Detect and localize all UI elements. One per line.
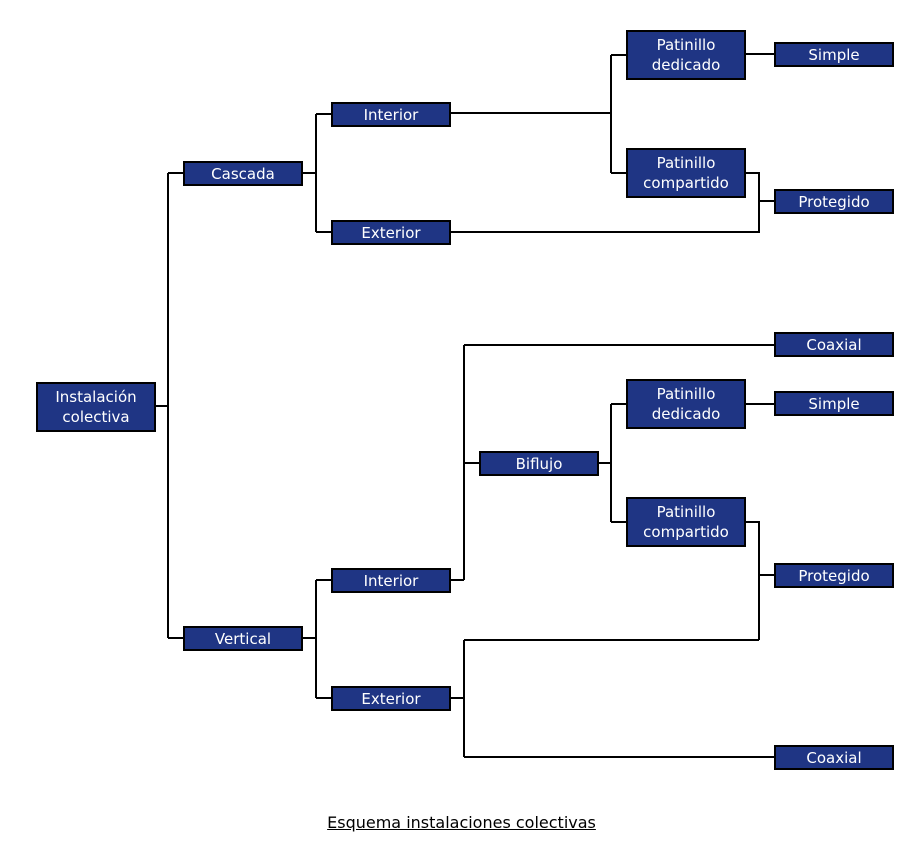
node-vertical-patinillo-dedicado: Patinillo dedicado xyxy=(626,379,746,429)
connector-c-compartido-out xyxy=(745,172,760,201)
node-vertical-patinillo-compartido: Patinillo compartido xyxy=(626,497,746,547)
node-cascada-patinillo-dedicado: Patinillo dedicado xyxy=(626,30,746,80)
diagram-caption: Esquema instalaciones colectivas xyxy=(327,813,596,832)
node-instalacion-colectiva: Instalación colectiva xyxy=(36,382,156,432)
node-vertical-protegido: Protegido xyxy=(774,563,894,588)
node-vertical: Vertical xyxy=(183,626,303,651)
node-vertical-exterior: Exterior xyxy=(331,686,451,711)
node-cascada-interior: Interior xyxy=(331,102,451,127)
node-cascada-protegido: Protegido xyxy=(774,189,894,214)
node-cascada-patinillo-compartido: Patinillo compartido xyxy=(626,148,746,198)
connector-c-exterior-out xyxy=(450,201,760,233)
node-vertical-biflujo: Biflujo xyxy=(479,451,599,476)
node-vertical-coaxial-bottom: Coaxial xyxy=(774,745,894,770)
node-vertical-simple: Simple xyxy=(774,391,894,416)
node-cascada-simple: Simple xyxy=(774,42,894,67)
node-vertical-interior: Interior xyxy=(331,568,451,593)
node-vertical-coaxial-top: Coaxial xyxy=(774,332,894,357)
node-cascada: Cascada xyxy=(183,161,303,186)
node-cascada-exterior: Exterior xyxy=(331,220,451,245)
connector-v-compartido-out xyxy=(745,521,760,640)
